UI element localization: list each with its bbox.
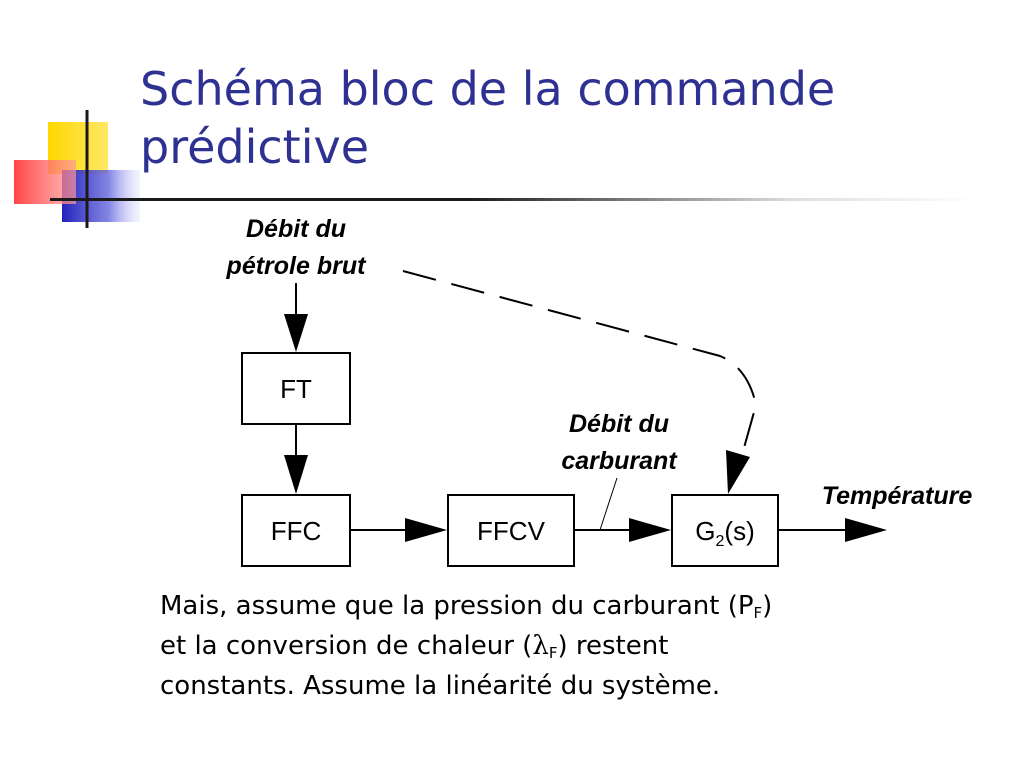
- fuel-label-line-1: Débit du: [569, 410, 669, 438]
- note-line-2-subscript: F: [548, 644, 558, 662]
- note-line-2: et la conversion de chaleur (λF) restent: [160, 626, 920, 666]
- block-plant-subscript: 2: [716, 533, 725, 550]
- input-label-line-1: Débit du: [246, 215, 346, 243]
- block-ft-label: FT: [280, 374, 312, 404]
- note-line-1: Mais, assume que la pression du carburan…: [160, 586, 920, 626]
- title-line-1: Schéma bloc de la commande: [140, 62, 836, 116]
- ffcv-plant-arrowhead: [629, 518, 671, 542]
- block-plant-label: G2(s): [695, 516, 754, 550]
- fuel-label-line-2: carburant: [561, 447, 678, 475]
- input-arrowhead: [284, 314, 308, 352]
- note-line-1-text: Mais, assume que la pression du carburan…: [160, 591, 754, 621]
- ft-ffc-arrowhead: [284, 455, 308, 494]
- block-ffcv-label: FFCV: [477, 516, 546, 546]
- title-underline: [50, 198, 980, 201]
- note-line-3: constants. Assume la linéarité du systèm…: [160, 671, 721, 701]
- feedforward-arrowhead: [726, 450, 750, 494]
- slide-title: Schéma bloc de la commande prédictive: [140, 60, 835, 176]
- title-line-2: prédictive: [140, 120, 370, 174]
- input-label-line-2: pétrole brut: [226, 252, 368, 280]
- deco-red-square: [14, 160, 76, 204]
- ffc-ffcv-arrowhead: [405, 518, 447, 542]
- lambda-symbol: λ: [532, 631, 549, 661]
- block-plant: [671, 494, 779, 567]
- note-line-1-subscript: F: [753, 604, 763, 622]
- block-plant-suffix: (s): [724, 516, 754, 546]
- block-ffc: [241, 494, 351, 567]
- note-line-1-end: ): [762, 591, 773, 621]
- block-ffc-label: FFC: [271, 516, 322, 546]
- feedforward-dashed-path: [402, 270, 758, 456]
- block-ffcv: [447, 494, 575, 567]
- assumption-note: Mais, assume que la pression du carburan…: [160, 586, 920, 706]
- note-line-2-end: ) restent: [557, 631, 669, 661]
- block-ft: [241, 352, 351, 425]
- block-plant-base: G: [695, 516, 715, 546]
- output-label: Température: [822, 482, 973, 510]
- output-arrowhead: [845, 518, 887, 542]
- decorative-squares: [14, 110, 140, 228]
- fuel-leader-line: [599, 477, 618, 531]
- note-line-2-text: et la conversion de chaleur (: [160, 631, 533, 661]
